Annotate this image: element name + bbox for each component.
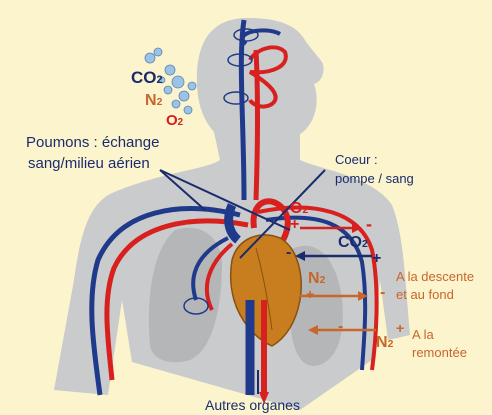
remontee-label: A la remontée — [412, 326, 467, 362]
o2-minus: - — [366, 214, 372, 235]
coeur-line-1: Coeur : — [335, 150, 414, 169]
remontee-line-1: A la — [412, 326, 467, 344]
n2-descent-plus: + — [306, 286, 314, 302]
n2-ascent-minus: - — [338, 318, 343, 336]
co2-label: CO2 — [338, 234, 368, 252]
co2-plus: + — [372, 250, 381, 268]
co2-minus: - — [286, 244, 291, 262]
o2-plus: + — [290, 216, 299, 234]
neck-artery — [256, 50, 258, 200]
poumons-label: Poumons : échange sang/milieu aérien — [26, 132, 159, 174]
n2-ascent-plus: + — [396, 320, 404, 336]
descente-line-1: A la descente — [396, 268, 474, 286]
neck-vein — [241, 20, 244, 200]
descente-label: A la descente et au fond — [396, 268, 474, 304]
coeur-label: Coeur : pompe / sang — [335, 150, 414, 188]
n2-ascent-label: N2 — [376, 334, 393, 352]
autres-organes-label: Autres organes — [205, 397, 300, 413]
co2-top-label: CO2 — [131, 68, 163, 88]
remontee-line-2: remontée — [412, 344, 467, 362]
coeur-line-2: pompe / sang — [335, 169, 414, 188]
n2-top-label: N2 — [145, 92, 162, 110]
descente-line-2: et au fond — [396, 286, 474, 304]
poumons-line-1: Poumons : échange — [26, 132, 159, 153]
poumons-line-2: sang/milieu aérien — [26, 153, 159, 174]
o2-top-label: O2 — [166, 112, 183, 129]
n2-descent-minus: - — [380, 284, 385, 302]
